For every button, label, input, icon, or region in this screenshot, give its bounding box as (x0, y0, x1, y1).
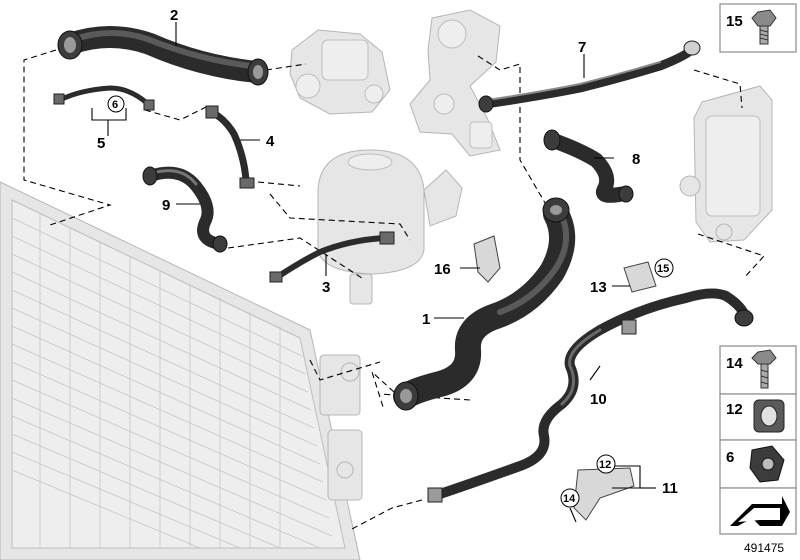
expansion-tank-ghost (317, 149, 463, 305)
legend-number-12: 12 (726, 401, 743, 418)
bracket-11[interactable] (573, 467, 635, 521)
hose-3[interactable] (269, 231, 395, 283)
callout-2: 2 (170, 7, 178, 24)
callout-13: 13 (590, 279, 607, 296)
clip-icon (749, 445, 785, 483)
screw-icon (751, 349, 777, 389)
legend-box-14: 14 (719, 345, 797, 395)
hose-7[interactable] (478, 40, 701, 113)
callout-numbers: 2 5 6 4 9 3 7 8 16 13 15 1 10 11 12 14 (97, 7, 678, 508)
hose-9[interactable] (142, 166, 228, 253)
bracket-16[interactable] (473, 235, 501, 283)
callout-8: 8 (632, 151, 640, 168)
radiator-fins (11, 214, 333, 549)
diagram-ref-number: 491475 (744, 541, 784, 555)
hose-5[interactable] (53, 85, 155, 111)
arrow-icon (730, 496, 790, 526)
callout-10: 10 (590, 391, 607, 408)
callout-11: 11 (662, 480, 678, 497)
hose-2[interactable] (57, 26, 269, 86)
callout-15-circle: 15 (657, 263, 669, 275)
legend-box-12: 12 (719, 393, 797, 441)
callout-14-circle: 14 (563, 493, 576, 505)
heat-exchanger-ghost (679, 85, 773, 243)
hose-10[interactable] (427, 288, 754, 503)
callout-16: 16 (434, 261, 451, 278)
hose-4[interactable] (205, 105, 255, 189)
legend-box-arrow (719, 487, 797, 535)
hose-8[interactable] (543, 129, 634, 203)
legend-box-15: 15 (719, 3, 797, 53)
callout-4: 4 (266, 133, 275, 150)
leader-lines (91, 22, 656, 523)
callout-9: 9 (162, 197, 170, 214)
callout-6-circle: 6 (112, 99, 118, 111)
callout-12-circle: 12 (599, 459, 611, 471)
legend-number-15: 15 (726, 13, 743, 30)
radiator-ghost (0, 181, 363, 560)
callout-3: 3 (322, 279, 330, 296)
legend-number-6: 6 (726, 449, 734, 466)
bracket-13[interactable] (623, 261, 657, 293)
hose-1[interactable] (393, 197, 575, 411)
callout-1: 1 (422, 311, 430, 328)
callout-5: 5 (97, 135, 105, 152)
bolt-icon (751, 9, 777, 45)
grommet-icon (753, 399, 785, 433)
legend-box-6: 6 (719, 439, 797, 489)
thermostat-housing-ghost (289, 29, 391, 115)
legend-number-14: 14 (726, 355, 743, 372)
water-pump-ghost (409, 9, 501, 157)
callout-7: 7 (578, 39, 586, 56)
